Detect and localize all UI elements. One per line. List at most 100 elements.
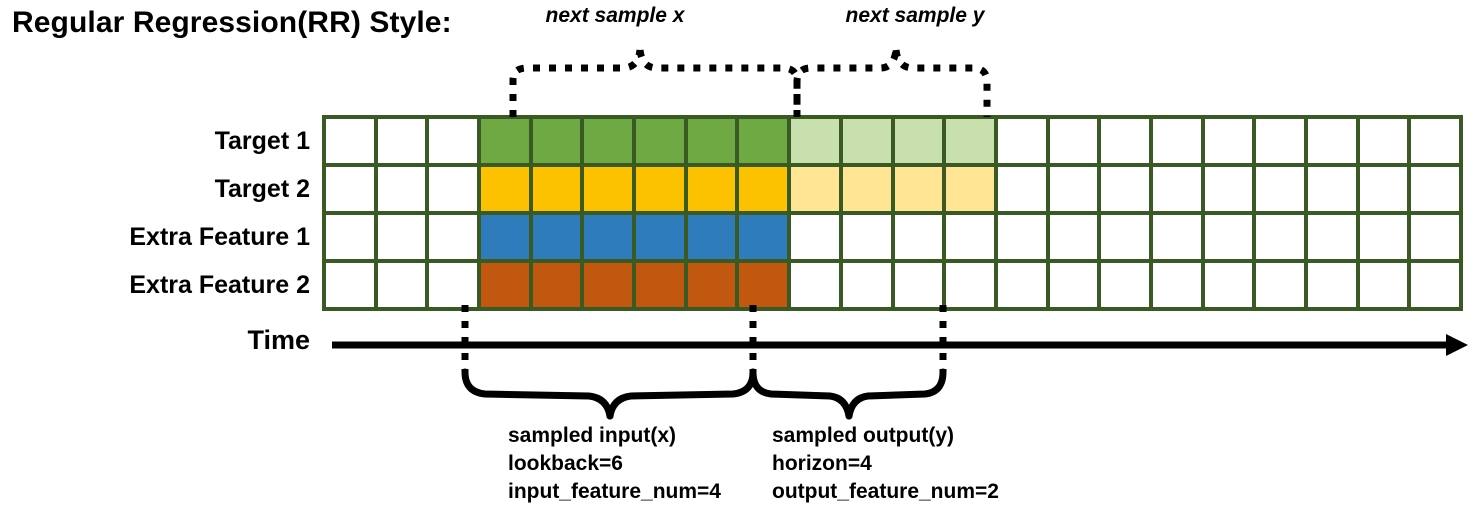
grid-cell-target-2-t11 — [842, 167, 891, 211]
grid-cell-extra-feature-1-t14 — [997, 215, 1046, 259]
grid-cell-extra-feature-1-t13 — [946, 215, 994, 259]
grid-cell-target-2-t17 — [1152, 167, 1201, 211]
grid-cell-target-2-t9 — [739, 167, 788, 211]
grid-cell-extra-feature-1-t20 — [1307, 215, 1356, 259]
grid-cell-extra-feature-1-t15 — [1049, 215, 1098, 259]
grid-cell-target-1-t14 — [997, 119, 1046, 163]
grid-cell-target-1-t18 — [1204, 119, 1253, 163]
grid-cell-extra-feature-2-t17 — [1152, 263, 1201, 307]
bottom-brace-label-sampled-output: sampled output(y) horizon=4 output_featu… — [772, 422, 999, 506]
grid-cell-extra-feature-2-t14 — [997, 263, 1046, 307]
grid-cell-target-2-t19 — [1256, 167, 1304, 211]
grid-cell-target-2-t18 — [1204, 167, 1253, 211]
grid-cell-extra-feature-1-t9 — [739, 215, 788, 259]
grid-cell-target-1-t15 — [1049, 119, 1098, 163]
grid-cell-extra-feature-2-t21 — [1359, 263, 1408, 307]
grid-cell-target-2-t4 — [481, 167, 529, 211]
bottom-brace-label-sampled-input: sampled input(x) lookback=6 input_featur… — [508, 422, 721, 506]
grid-cell-target-1-t3 — [429, 119, 478, 163]
grid-cell-target-2-t20 — [1307, 167, 1356, 211]
grid-cell-extra-feature-1-t19 — [1256, 215, 1304, 259]
grid-cell-extra-feature-2-t8 — [687, 263, 736, 307]
timeline-grid — [322, 115, 1463, 311]
grid-cell-extra-feature-2-t18 — [1204, 263, 1253, 307]
grid-cell-target-2-t3 — [429, 167, 478, 211]
row-label-target-1: Target 1 — [214, 127, 310, 155]
grid-cell-extra-feature-2-t6 — [584, 263, 633, 307]
row-label-column: Target 1 Target 2 Extra Feature 1 Extra … — [0, 117, 310, 309]
grid-cell-target-1-t7 — [636, 119, 684, 163]
sampled-output-line-3: output_feature_num=2 — [772, 480, 999, 503]
grid-cell-extra-feature-2-t20 — [1307, 263, 1356, 307]
grid-cell-extra-feature-2-t16 — [1101, 263, 1149, 307]
grid-cell-target-1-t6 — [584, 119, 633, 163]
grid-cell-extra-feature-2-t9 — [739, 263, 788, 307]
grid-cell-target-1-t5 — [532, 119, 581, 163]
grid-cell-target-2-t12 — [894, 167, 943, 211]
grid-cell-extra-feature-1-t3 — [429, 215, 478, 259]
top-brace-label-next-sample-y: next sample y — [845, 4, 985, 27]
grid-cell-extra-feature-1-t18 — [1204, 215, 1253, 259]
grid-cell-extra-feature-1-t1 — [326, 215, 374, 259]
grid-cell-target-1-t16 — [1101, 119, 1149, 163]
grid-cell-target-2-t21 — [1359, 167, 1408, 211]
grid-cell-extra-feature-1-t16 — [1101, 215, 1149, 259]
grid-cell-target-1-t1 — [326, 119, 374, 163]
grid-cell-target-1-t20 — [1307, 119, 1356, 163]
row-label-extra-feature-1: Extra Feature 1 — [129, 223, 310, 251]
grid-cell-extra-feature-2-t19 — [1256, 263, 1304, 307]
grid-cell-extra-feature-2-t4 — [481, 263, 529, 307]
top-brace-label-next-sample-x: next sample x — [545, 4, 685, 27]
grid-cell-extra-feature-2-t12 — [894, 263, 943, 307]
grid-cell-extra-feature-1-t7 — [636, 215, 684, 259]
grid-cell-extra-feature-1-t12 — [894, 215, 943, 259]
row-label-target-2: Target 2 — [214, 175, 310, 203]
grid-cell-target-1-t17 — [1152, 119, 1201, 163]
grid-cell-extra-feature-1-t21 — [1359, 215, 1408, 259]
grid-cell-extra-feature-1-t2 — [377, 215, 426, 259]
sampled-input-line-1: sampled input(x) — [508, 424, 677, 447]
sampled-output-line-2: horizon=4 — [772, 452, 872, 475]
sampled-output-line-1: sampled output(y) — [772, 424, 954, 447]
grid-cell-target-2-t22 — [1411, 167, 1459, 211]
grid-cell-target-2-t7 — [636, 167, 684, 211]
grid-cell-extra-feature-1-t22 — [1411, 215, 1459, 259]
grid-cell-extra-feature-1-t17 — [1152, 215, 1201, 259]
grid-cell-target-2-t13 — [946, 167, 994, 211]
grid-cell-extra-feature-1-t8 — [687, 215, 736, 259]
page-title: Regular Regression(RR) Style: — [12, 6, 452, 39]
grid-cell-extra-feature-1-t4 — [481, 215, 529, 259]
grid-cell-extra-feature-2-t2 — [377, 263, 426, 307]
grid-cell-target-2-t2 — [377, 167, 426, 211]
grid-cell-target-2-t6 — [584, 167, 633, 211]
time-axis-label: Time — [247, 325, 310, 355]
grid-cell-target-2-t14 — [997, 167, 1046, 211]
grid-cell-target-2-t8 — [687, 167, 736, 211]
grid-cell-extra-feature-2-t5 — [532, 263, 581, 307]
grid-cell-extra-feature-2-t22 — [1411, 263, 1459, 307]
grid-cell-target-2-t5 — [532, 167, 581, 211]
grid-cell-target-1-t22 — [1411, 119, 1459, 163]
grid-cell-target-2-t10 — [791, 167, 839, 211]
grid-cell-target-1-t10 — [791, 119, 839, 163]
grid-cell-extra-feature-1-t5 — [532, 215, 581, 259]
grid-cell-extra-feature-2-t11 — [842, 263, 891, 307]
grid-cell-target-1-t8 — [687, 119, 736, 163]
grid-cell-extra-feature-2-t15 — [1049, 263, 1098, 307]
grid-cell-extra-feature-2-t13 — [946, 263, 994, 307]
grid-cell-extra-feature-2-t3 — [429, 263, 478, 307]
grid-cell-extra-feature-2-t7 — [636, 263, 684, 307]
grid-cell-target-1-t11 — [842, 119, 891, 163]
grid-cell-target-1-t13 — [946, 119, 994, 163]
grid-cell-extra-feature-2-t10 — [791, 263, 839, 307]
grid-cell-target-1-t21 — [1359, 119, 1408, 163]
row-label-extra-feature-2: Extra Feature 2 — [129, 271, 310, 299]
grid-cell-target-1-t19 — [1256, 119, 1304, 163]
grid-cell-target-2-t15 — [1049, 167, 1098, 211]
sampled-input-line-2: lookback=6 — [508, 452, 623, 475]
grid-cell-target-2-t1 — [326, 167, 374, 211]
sampled-input-line-3: input_feature_num=4 — [508, 480, 721, 503]
grid-cell-target-1-t12 — [894, 119, 943, 163]
grid-cell-extra-feature-1-t11 — [842, 215, 891, 259]
grid-cell-target-1-t2 — [377, 119, 426, 163]
